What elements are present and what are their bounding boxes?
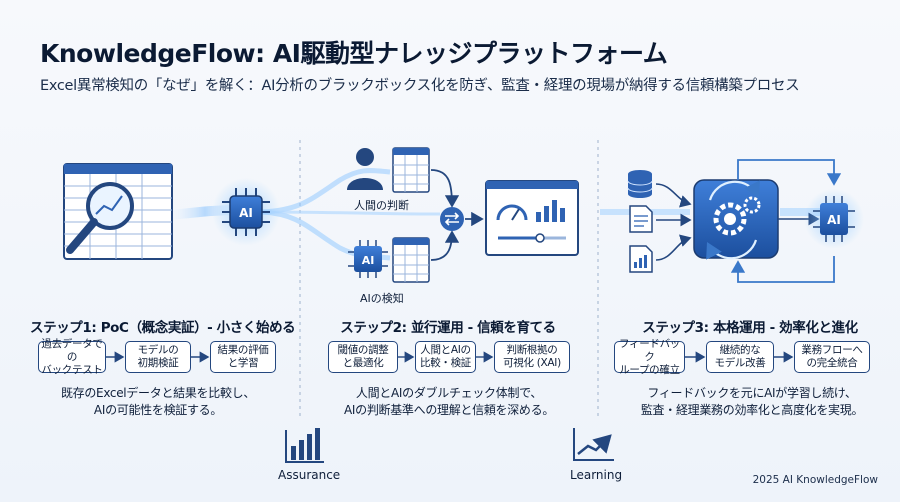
- ai-chip-icon: AI: [222, 188, 270, 236]
- svg-text:AI: AI: [239, 206, 253, 220]
- footer-copyright: 2025 AI KnowledgeFlow: [752, 474, 878, 486]
- assurance-label: Assurance: [278, 468, 341, 482]
- step3-box-integration: 業務フローへ の完全統合: [794, 341, 870, 373]
- step1-box-backtest: 過去データでの バックテスト: [38, 338, 106, 376]
- page-subtitle: Excel異常検知の「なぜ」を解く：AI分析のブラックボックス化を防ぎ、監査・経…: [40, 78, 800, 94]
- step2-box-threshold: 閾値の調整 と最適化: [328, 341, 398, 373]
- bar-chart-icon: [285, 428, 324, 463]
- spreadsheet-magnifier-icon: [63, 163, 173, 260]
- ai-detection-label: AIの検知: [360, 292, 404, 305]
- step1-box-evaluation: 結果の評価 と学習: [210, 341, 276, 373]
- person-icon: [347, 148, 383, 190]
- step3-description: フィードバックを元にAIが学習し続け、 監査・経理業務の効率化と高度化を実現。: [640, 386, 864, 417]
- ai-chip-icon: AI: [348, 240, 388, 278]
- step2-box-xai: 判断根拠の 可視化 (XAI): [494, 341, 570, 373]
- step1-title: ステップ1: PoC（概念実証）- 小さく始める: [30, 320, 296, 336]
- exchange-icon: [440, 207, 464, 231]
- gear-cycle-icon: [693, 179, 779, 260]
- ai-chip-icon: AI: [813, 196, 855, 242]
- svg-text:AI: AI: [362, 254, 375, 267]
- step2-description: 人間とAIのダブルチェック体制で、 AIの判断基準への理解と信頼を深める。: [343, 386, 555, 417]
- step1-description: 既存のExcelデータと結果を比較し、 AIの可能性を検証する。: [60, 386, 256, 417]
- dashboard-icon: [485, 180, 579, 256]
- step3-title: ステップ3: 本格運用 - 効率化と進化: [642, 320, 858, 336]
- svg-text:AI: AI: [827, 213, 841, 227]
- report-icon: [629, 245, 653, 273]
- step3-box-feedback-loop: フィードバック ループの確立: [614, 338, 685, 376]
- table-icon: [392, 237, 430, 283]
- human-judgment-label: 人間の判断: [354, 199, 409, 212]
- step2-box-comparison: 人間とAIの 比較・検証: [415, 341, 476, 373]
- step3-box-model-improvement: 継続的な モデル改善: [706, 341, 774, 373]
- document-icon: [629, 205, 653, 233]
- database-icon: [627, 170, 653, 198]
- page-title: KnowledgeFlow: AI駆動型ナレッジプラットフォーム: [40, 39, 668, 68]
- step2-title: ステップ2: 並行運用 - 信頼を育てる: [340, 320, 556, 336]
- learning-label: Learning: [570, 468, 623, 482]
- step1-box-model-validation: モデルの 初期検証: [125, 341, 191, 373]
- trend-line-icon: [573, 428, 614, 461]
- table-icon: [392, 147, 430, 193]
